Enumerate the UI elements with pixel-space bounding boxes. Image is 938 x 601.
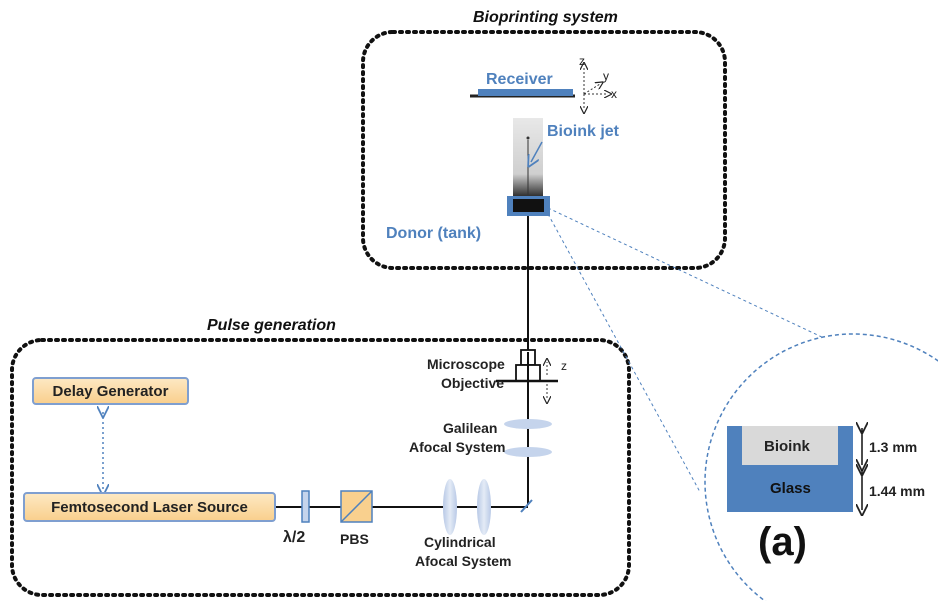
axis-y-label: y bbox=[603, 69, 609, 83]
fold-mirror bbox=[520, 499, 533, 513]
receiver-axes-icon bbox=[584, 66, 608, 110]
axis-z-label: z bbox=[579, 54, 585, 68]
waveplate-label: λ/2 bbox=[283, 529, 306, 546]
jet-pointer bbox=[531, 141, 543, 162]
inset-bioink bbox=[742, 426, 838, 465]
bioprinting-frame bbox=[361, 30, 727, 270]
cylindrical-lens-2 bbox=[477, 479, 491, 535]
bioink-thickness-label: 1.3 mm bbox=[869, 439, 918, 455]
pulse-frame bbox=[10, 338, 631, 597]
laser-source-box: Femtosecond Laser Source bbox=[23, 492, 276, 522]
axis-x-label: x bbox=[611, 87, 617, 101]
galilean-lens-1 bbox=[504, 419, 552, 429]
pbs-label: PBS bbox=[340, 531, 369, 547]
delay-generator-box: Delay Generator bbox=[32, 377, 189, 405]
cylindrical-lens-1 bbox=[443, 479, 457, 535]
zoom-line-2 bbox=[547, 213, 701, 493]
waveplate bbox=[301, 490, 310, 523]
jet-label: Bioink jet bbox=[547, 123, 620, 140]
galilean-label-line1: Galilean bbox=[443, 420, 498, 436]
panel-label: (a) bbox=[758, 520, 807, 564]
objective-label-line1: Microscope bbox=[427, 356, 505, 372]
cylindrical-label-line2: Afocal System bbox=[415, 553, 512, 569]
inset-bioink-label: Bioink bbox=[764, 438, 810, 455]
receiver-label: Receiver bbox=[486, 71, 553, 88]
inset-glass-label: Glass bbox=[770, 480, 811, 497]
objective-axis-label: z bbox=[561, 359, 567, 373]
galilean-label-line2: Afocal System bbox=[409, 439, 506, 455]
receiver-substrate bbox=[478, 89, 573, 96]
pulse-title: Pulse generation bbox=[207, 317, 336, 334]
cylindrical-label-line1: Cylindrical bbox=[424, 534, 496, 550]
zoom-line-1 bbox=[547, 207, 861, 356]
objective-label-line2: Objective bbox=[441, 375, 505, 391]
donor-label: Donor (tank) bbox=[386, 225, 482, 242]
bioprinting-title: Bioprinting system bbox=[473, 9, 618, 26]
galilean-lens-2 bbox=[504, 447, 552, 457]
glass-thickness-label: 1.44 mm bbox=[869, 483, 926, 499]
